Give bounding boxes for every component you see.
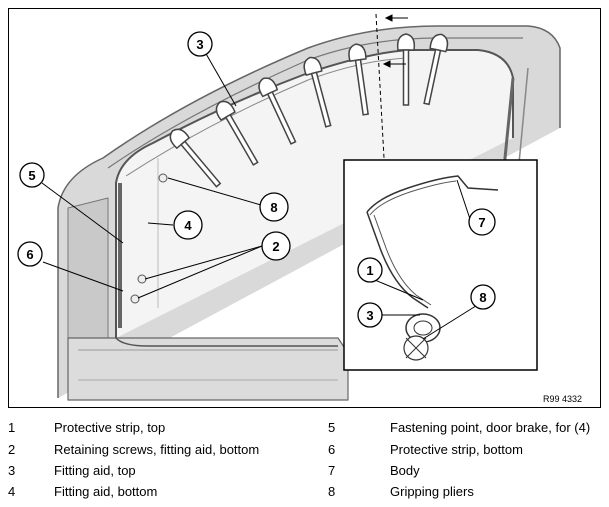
callout-8-main: 8 [259, 192, 289, 222]
callout-2: 2 [261, 231, 291, 261]
svg-text:1: 1 [366, 263, 373, 278]
callout-8-inset: 8 [470, 284, 496, 310]
svg-text:2: 2 [272, 239, 279, 254]
door-frame-diagram: 3 5 4 8 6 2 7 1 [8, 8, 601, 408]
leader-lines [41, 51, 480, 340]
callout-5: 5 [19, 162, 45, 188]
callout-4: 4 [173, 210, 203, 240]
svg-text:6: 6 [26, 247, 33, 262]
gripping-pliers-group [169, 33, 449, 188]
callout-7: 7 [468, 208, 496, 236]
figure-code: R99 4332 [543, 394, 582, 404]
svg-text:4: 4 [184, 218, 192, 233]
callout-3-inset: 3 [357, 302, 383, 328]
svg-text:3: 3 [366, 308, 373, 323]
callout-1: 1 [357, 257, 383, 283]
retaining-screws [130, 173, 168, 304]
legend: 1 Protective strip, top 2 Retaining scre… [8, 420, 591, 499]
svg-text:7: 7 [478, 215, 485, 230]
section-cut-line [375, 13, 408, 159]
svg-text:8: 8 [479, 290, 486, 305]
callout-3-top: 3 [187, 31, 213, 57]
svg-text:8: 8 [270, 200, 277, 215]
callout-6: 6 [17, 241, 43, 267]
svg-text:3: 3 [196, 37, 203, 52]
svg-text:5: 5 [28, 168, 35, 183]
